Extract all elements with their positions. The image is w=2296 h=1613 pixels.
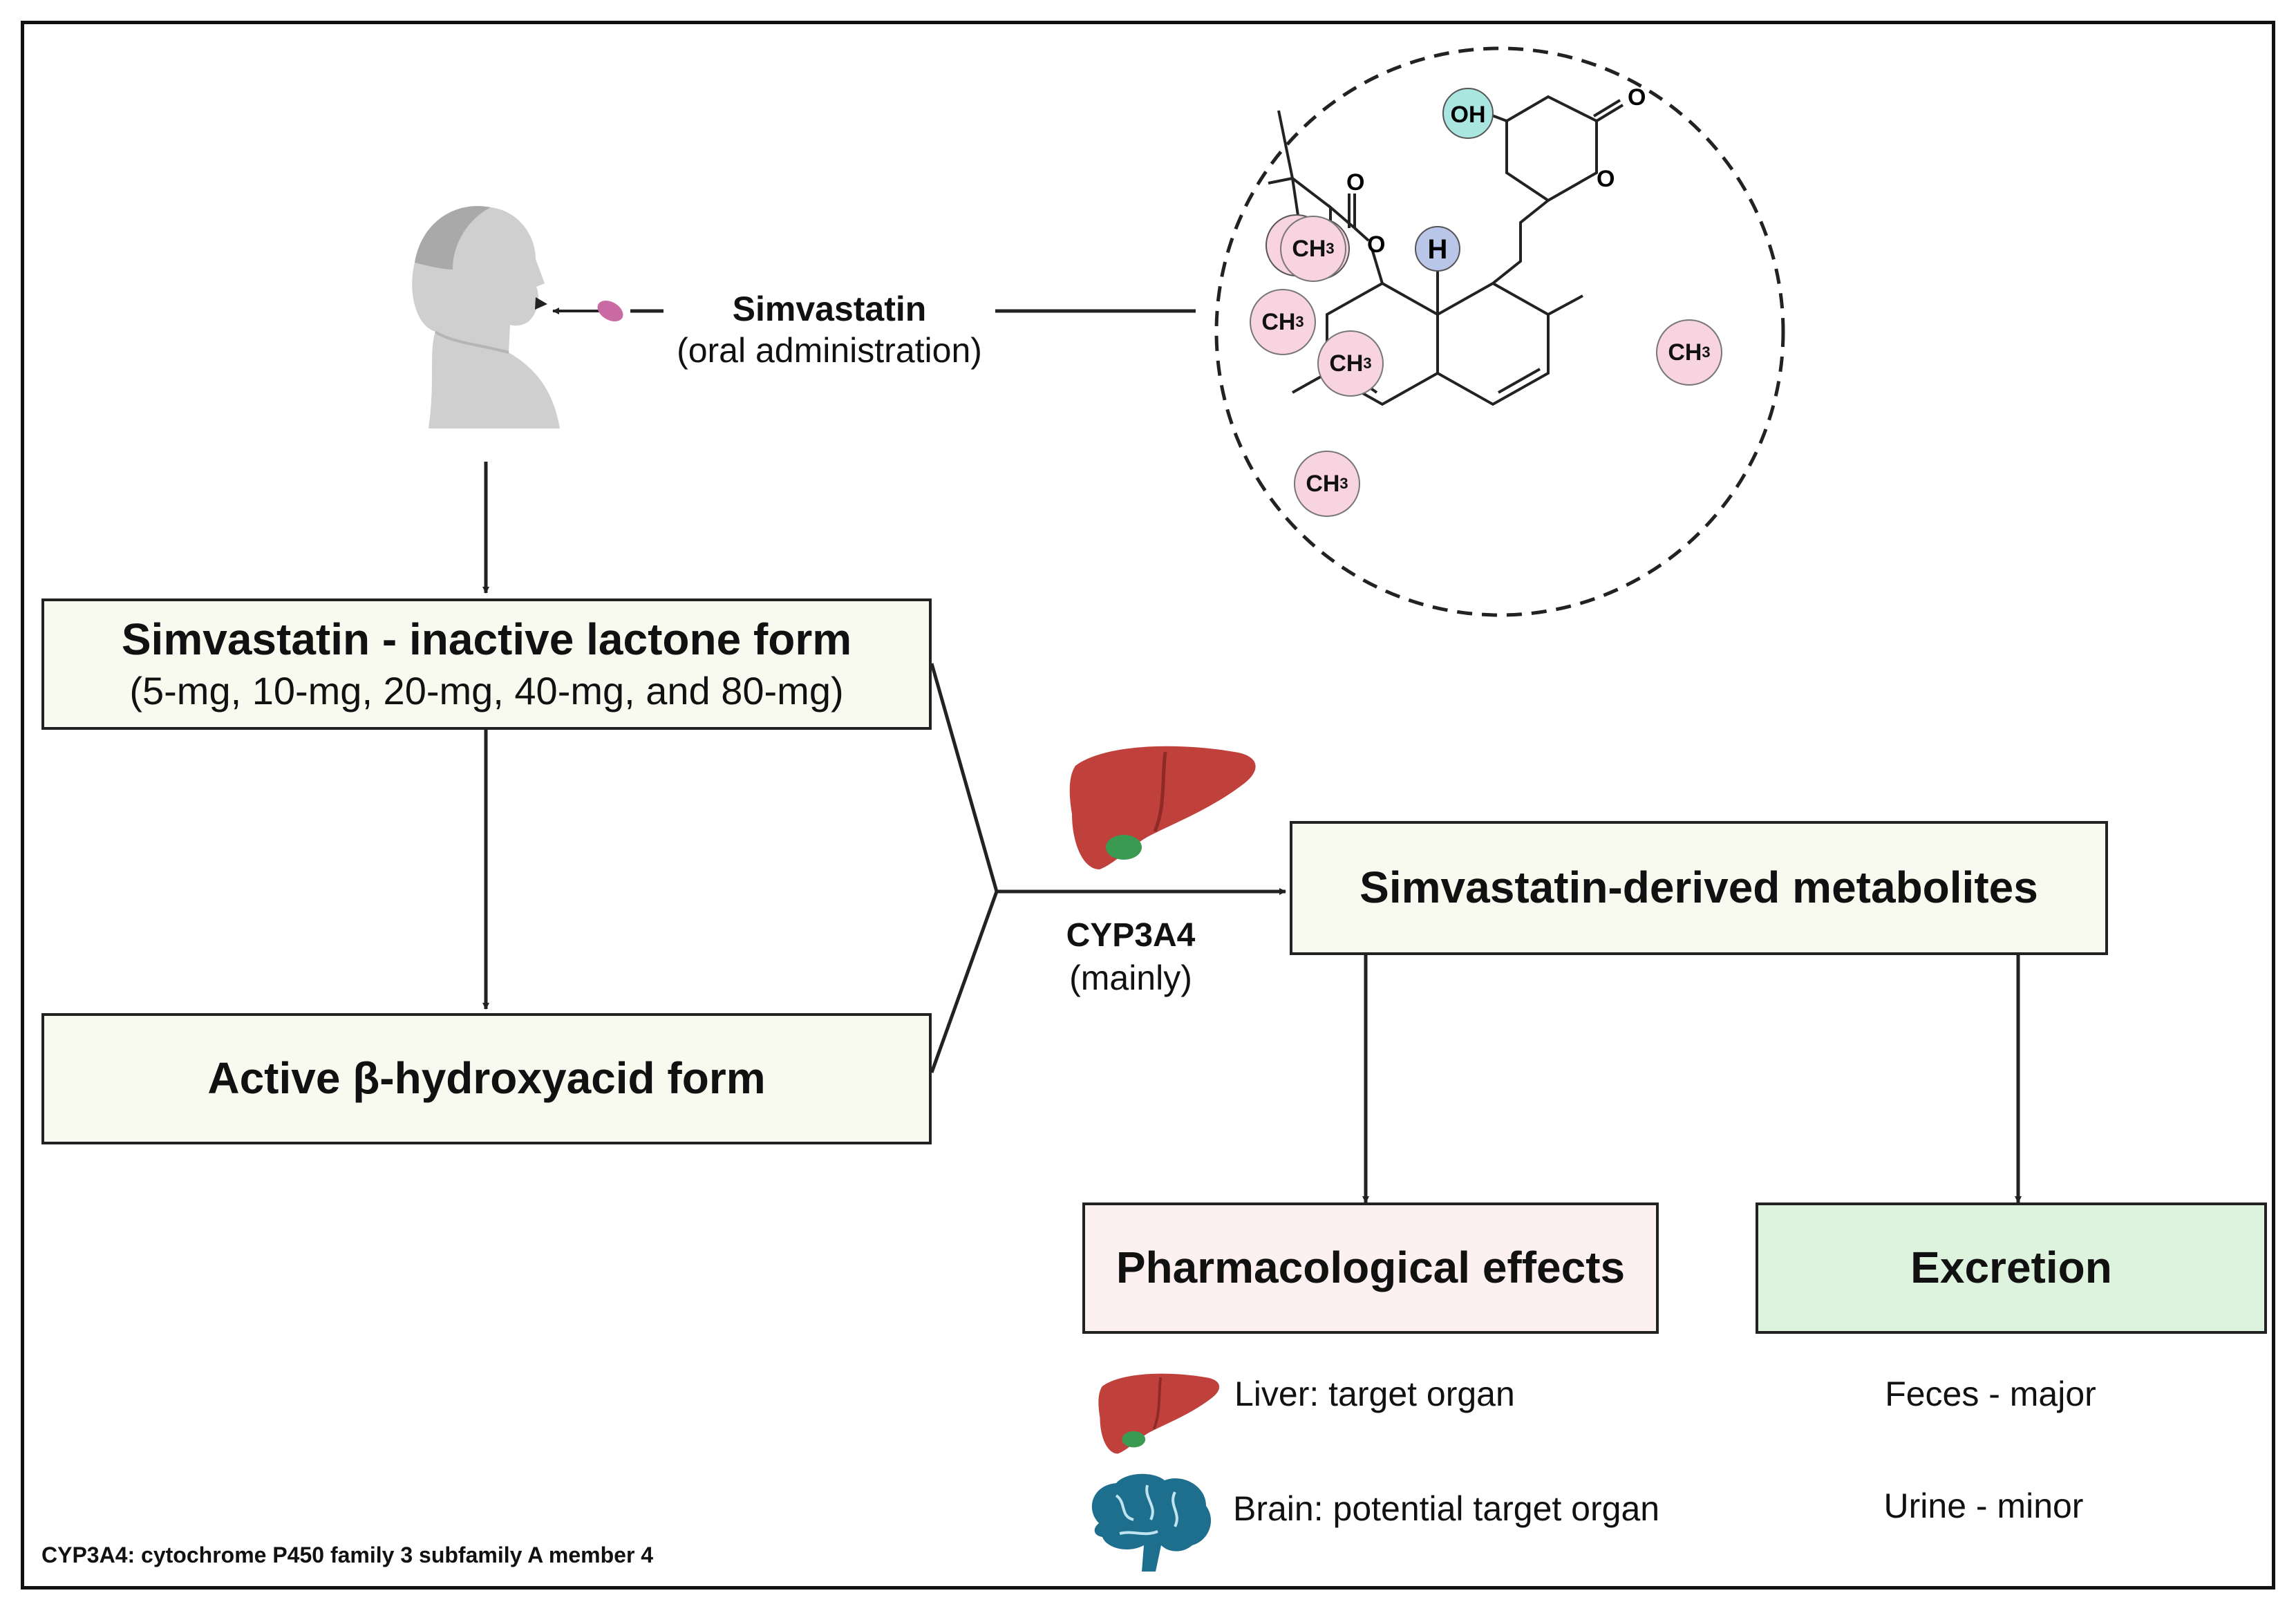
drug-name-label: Simvastatin [664,289,995,329]
urine-label: Urine - minor [1883,1487,2084,1525]
liver-icon [1069,746,1256,869]
svg-text:OH: OH [1451,102,1486,128]
carbonyl-oxygen: O [1628,84,1646,111]
liver-icon [1098,1373,1220,1454]
active-form-title: Active β-hydroxyacid form [207,1053,766,1104]
feces-label: Feces - major [1885,1375,2096,1413]
metabolites-title: Simvastatin-derived metabolites [1359,862,2038,913]
ester-oxygen: O [1367,232,1385,258]
excretion-box: Excretion [1756,1202,2267,1334]
metabolites-box: Simvastatin-derived metabolites [1290,821,2108,955]
pill-icon [597,300,623,322]
person-icon [412,206,560,428]
h-group: H [1415,226,1460,272]
line-lactone-to-junction [930,663,999,1073]
svg-text:H: H [1428,234,1448,265]
enzyme-label: CYP3A4 [1066,917,1196,954]
active-form-box: Active β-hydroxyacid form [41,1013,932,1144]
lactone-form-title: Simvastatin - inactive lactone form [121,614,852,664]
pharmacological-effects-box: Pharmacological effects [1082,1202,1659,1334]
lactone-doses: (5-mg, 10-mg, 20-mg, 40-mg, and 80-mg) [129,669,844,713]
pharmacological-effects-title: Pharmacological effects [1116,1243,1626,1293]
lactone-form-box: Simvastatin - inactive lactone form (5-m… [41,598,932,730]
brain-target-label: Brain: potential target organ [1233,1489,1660,1528]
oh-group: OH [1442,88,1494,139]
ring-oxygen: O [1597,166,1615,192]
structure-dashed-outline [1214,46,1785,617]
route-label: (oral administration) [677,331,982,370]
brain-icon [1091,1473,1212,1572]
liver-target-label: Liver: target organ [1234,1375,1515,1413]
enzyme-qualifier: (mainly) [1069,959,1192,997]
figure-frame [21,21,2275,1590]
footnote: CYP3A4: cytochrome P450 family 3 subfami… [41,1543,654,1567]
excretion-title: Excretion [1910,1243,2112,1293]
ester-carbonyl-oxygen: O [1346,169,1364,196]
